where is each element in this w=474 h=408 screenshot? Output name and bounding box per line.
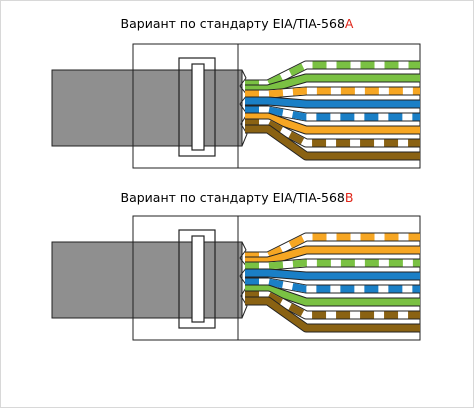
wire-6 [245,112,420,135]
connector-diagram-b [51,215,421,341]
title-568b-prefix: Вариант по стандарту EIA/TIA-568 [120,190,345,205]
wire-8 [245,124,420,161]
cable-jacket [51,69,243,147]
wire-stripe [245,106,420,121]
title-568b-suffix: B [344,190,354,205]
wire-2 [245,245,420,266]
wire-2 [245,73,420,94]
wire-4 [245,96,420,109]
crimp-latch-inner [191,235,205,323]
wire-insulation [245,269,420,280]
wire-3 [245,86,420,99]
crimp-latch-outer [178,57,216,157]
wire-7 [245,290,420,320]
wire-stripe [245,259,420,270]
wire-insulation [245,74,420,93]
wire-4 [245,268,420,281]
connector-diagram-a [51,43,421,169]
wire-insulation [245,113,420,134]
wire-1 [245,232,420,261]
wire-stripe [245,278,420,293]
wire-insulation [245,125,420,160]
wire-6 [245,284,420,307]
title-568b: Вариант по стандарту EIA/TIA-568B [0,190,474,205]
wire-3 [245,258,420,271]
crimp-latch-outer [178,229,216,329]
wire-stripe [245,233,420,260]
title-568a-prefix: Вариант по стандарту EIA/TIA-568 [120,16,345,31]
title-568a: Вариант по стандарту EIA/TIA-568A [0,16,474,31]
crimp-latch-inner [191,63,205,151]
wire-insulation [245,97,420,108]
wire-insulation [245,246,420,265]
wire-5 [245,105,420,122]
wire-1 [245,60,420,89]
wire-8 [245,296,420,333]
wire-7 [245,118,420,148]
wire-5 [245,277,420,294]
wire-stripe [245,291,420,319]
cable-jacket [51,241,243,319]
wire-stripe [245,87,420,98]
wire-insulation [245,285,420,306]
wire-stripe [245,119,420,147]
title-568a-suffix: A [344,16,354,31]
wire-stripe [245,61,420,88]
wire-insulation [245,297,420,332]
